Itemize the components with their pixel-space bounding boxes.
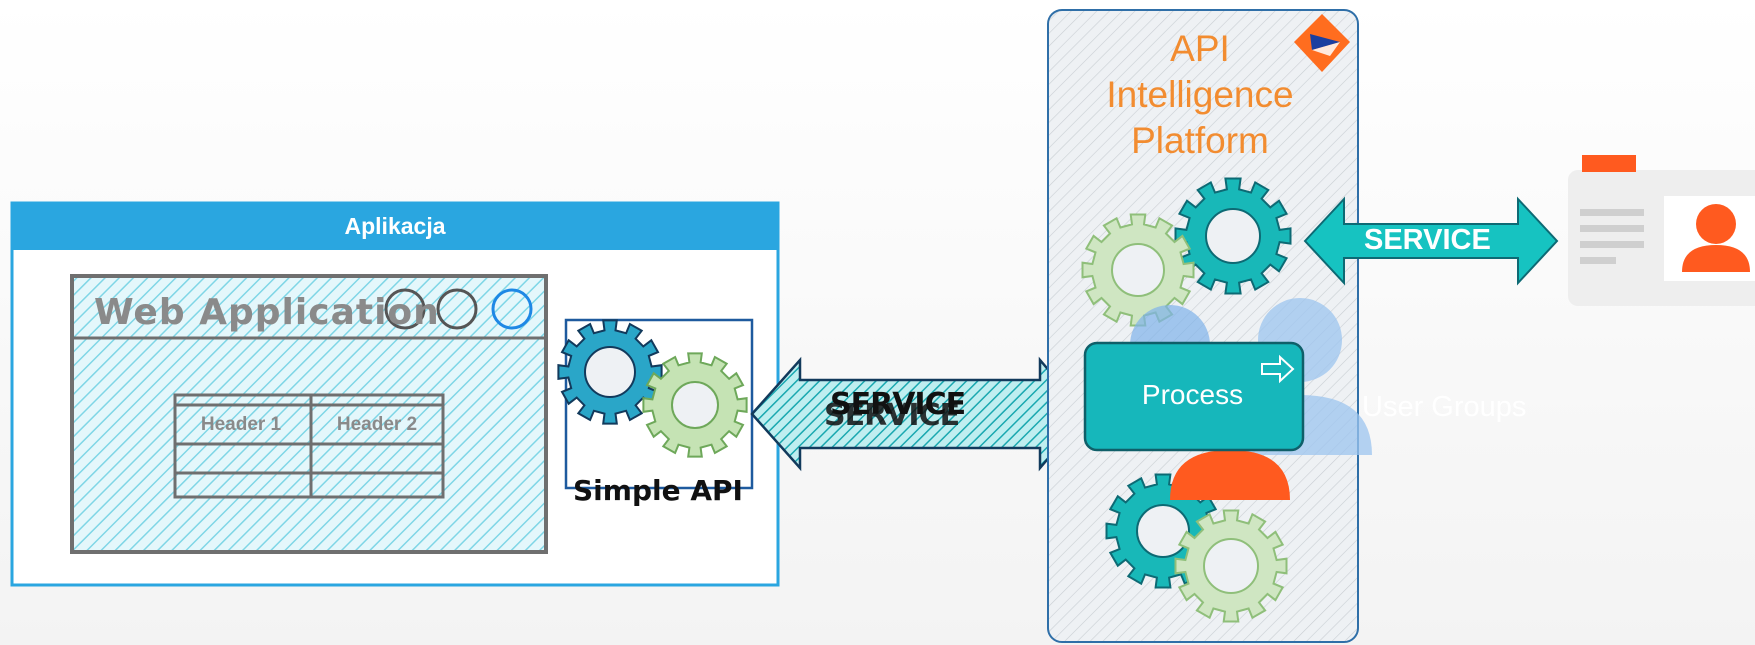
service-label-right: SERVICE (1364, 224, 1491, 256)
service-double-arrow-right (1303, 196, 1559, 286)
process-label: Process (1141, 379, 1244, 410)
simple-api-label: Simple API (573, 474, 743, 507)
window-button-circle-2 (436, 288, 478, 330)
platform-title-line: Intelligence (1106, 74, 1294, 115)
platform-title-line: API (1170, 28, 1230, 69)
user-profile-card (1568, 155, 1755, 306)
user-groups-label: User Groups (1362, 391, 1527, 423)
platform-logo-icon (1294, 14, 1350, 72)
window-button-circle-1 (384, 288, 426, 330)
simple-api-box (557, 318, 754, 490)
application-frame-title: Aplikacja (344, 213, 446, 239)
window-button-circle-3 (491, 288, 533, 330)
service-label-left: SERVICE (830, 387, 966, 422)
process-box (1083, 341, 1305, 452)
platform-title: API Intelligence Platform (1080, 26, 1320, 164)
platform-title-line: Platform (1131, 120, 1269, 161)
gear-icon (1174, 509, 1288, 623)
user-icon (1682, 204, 1750, 272)
arrow-right-icon (1261, 354, 1295, 384)
gear-icon (557, 319, 663, 425)
table-header-2: Header 2 (336, 414, 418, 435)
gear-icon (1174, 177, 1292, 295)
web-application-title: Web Application (94, 292, 440, 333)
web-application-window (70, 274, 548, 554)
table-grid (173, 393, 445, 499)
service-label-left-overlap: SERVICE (824, 398, 960, 433)
gear-icon (642, 352, 748, 458)
table-header-1: Header 1 (200, 414, 282, 435)
